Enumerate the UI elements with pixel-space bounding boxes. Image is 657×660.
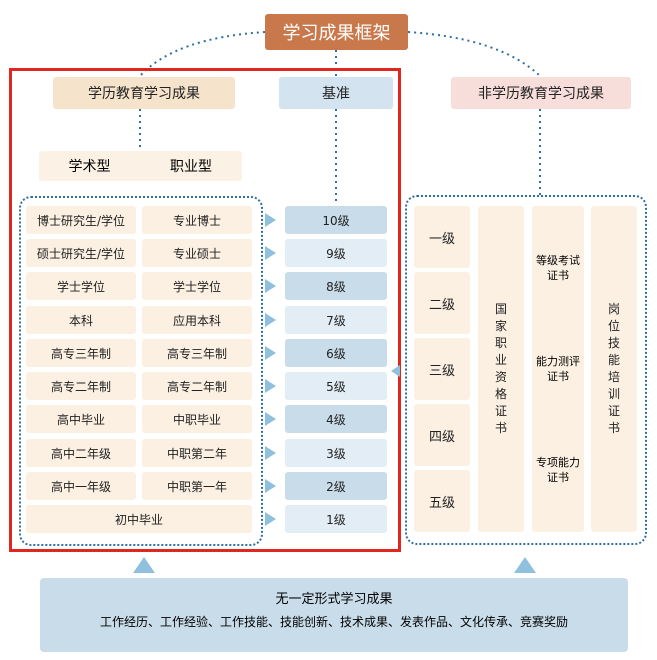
cert-item: 等级考试 证书 [532,248,584,288]
vocational-cell: 中职第一年 [142,472,252,500]
national-cert-label: 国家职业资格证书 [494,302,507,435]
type-academic: 学术型 [68,159,111,175]
vocational-cell: 高专三年制 [142,339,252,367]
level-cell: 1级 [285,505,387,533]
level-cell: 8级 [285,272,387,300]
level-cell: 9级 [285,239,387,267]
cert-line2: 证书 [547,370,569,383]
junior-high-cell: 初中毕业 [26,505,252,533]
academic-cell: 学士学位 [26,272,136,300]
type-vocational: 职业型 [170,159,212,175]
academic-cell: 高中二年级 [26,439,136,467]
vocational-cell: 应用本科 [142,306,252,334]
cert-types-column [532,206,584,532]
arrow-right-icon [265,379,276,393]
vocational-cell: 学士学位 [142,272,252,300]
arrow-up-icon [514,557,536,573]
national-cert-column: 国家职业资格证书 [478,206,524,532]
academic-frame [9,68,401,552]
informal-items: 工作经历、工作经验、工作技能、技能创新、技术成果、发表作品、文化传承、竞赛奖励 [99,614,568,629]
arrow-right-icon [265,512,276,526]
nonacademic-box [405,195,647,545]
connector-title-to-nonacademic [407,31,541,77]
arrow-right-icon [265,412,276,426]
cert-line2: 证书 [547,269,569,282]
arrow-right-icon [265,346,276,360]
arrow-up-icon [133,557,155,573]
grade-cell: 四级 [414,404,470,466]
grade-cell: 三级 [414,338,470,400]
level-cell: 3级 [285,439,387,467]
types-bar [39,151,242,181]
grade-cell: 五级 [414,470,470,532]
arrow-right-icon [265,313,276,327]
academic-cell: 高专三年制 [26,339,136,367]
vocational-cell: 专业硕士 [142,239,252,267]
grade-cell: 二级 [414,272,470,334]
academic-cell: 博士研究生/学位 [26,206,136,234]
vocational-cell: 中职第二年 [142,439,252,467]
arrow-right-icon [265,213,276,227]
informal-title: 无一定形式学习成果 [275,591,393,607]
academic-cell: 高中毕业 [26,405,136,433]
arrow-right-icon [265,279,276,293]
cert-item: 专项能力 证书 [532,450,584,490]
academic-header: 学历教育学习成果 [53,77,235,109]
cert-item: 能力测评 证书 [532,349,584,389]
level-cell: 10级 [285,206,387,234]
level-cell: 7级 [285,306,387,334]
connector-title-to-academic [139,31,266,77]
vocational-cell: 专业博士 [142,206,252,234]
cert-line1: 等级考试 [536,254,580,267]
training-cert-label: 岗位技能培训证书 [607,302,620,435]
academic-cell: 高专二年制 [26,372,136,400]
vocational-cell: 中职毕业 [142,405,252,433]
cert-line2: 证书 [547,471,569,484]
arrow-left-icon [391,365,400,377]
academic-cell: 本科 [26,306,136,334]
cert-line1: 能力测评 [536,355,580,368]
informal-learning-box [40,578,628,652]
grade-cell: 一级 [414,206,470,268]
standard-header: 基准 [279,77,393,109]
arrow-right-icon [265,246,276,260]
framework-title: 学习成果框架 [265,14,408,50]
level-cell: 5级 [285,372,387,400]
arrow-right-icon [265,446,276,460]
nonacademic-header: 非学历教育学习成果 [451,77,631,109]
level-cell: 6级 [285,339,387,367]
academic-cell: 高中一年级 [26,472,136,500]
level-cell: 4级 [285,405,387,433]
academic-levels-box [19,196,263,546]
cert-line1: 专项能力 [536,456,580,469]
training-cert-column: 岗位技能培训证书 [591,206,637,532]
arrow-right-icon [265,479,276,493]
vocational-cell: 高专二年制 [142,372,252,400]
level-cell: 2级 [285,472,387,500]
academic-cell: 硕士研究生/学位 [26,239,136,267]
